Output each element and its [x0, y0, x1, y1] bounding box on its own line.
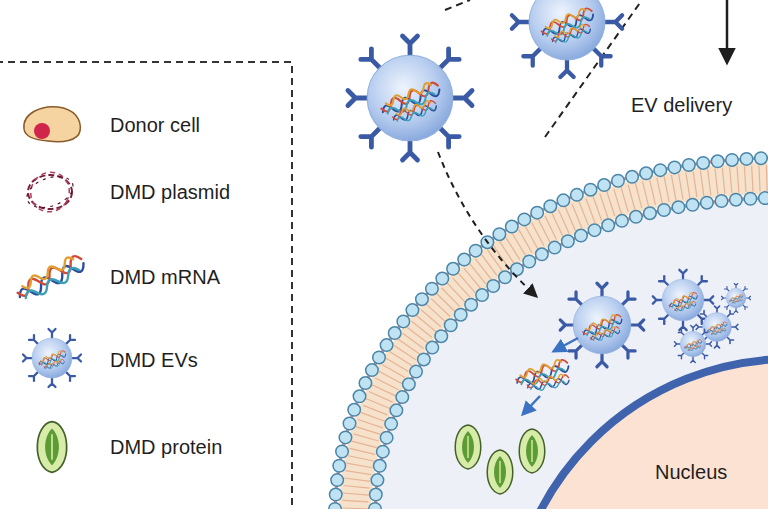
- legend-text: DMD plasmid: [110, 179, 230, 205]
- ev-particle: [348, 36, 472, 160]
- uptake-arrow: [438, 152, 536, 296]
- ev-icon: [23, 329, 81, 387]
- dmd-protein: [519, 429, 545, 473]
- release-arrow: [554, 338, 578, 351]
- ev-particle: [512, 0, 622, 77]
- donor-cell-icon: [24, 107, 80, 142]
- ev-particle: [722, 284, 751, 313]
- nucleus-envelope: [509, 359, 768, 509]
- legend-text: DMD EVs: [110, 347, 198, 373]
- protein-icon: [37, 422, 66, 473]
- legend-text: Donor cell: [110, 112, 200, 138]
- delivery-arrow: [726, 0, 729, 62]
- released-mrna: [526, 373, 569, 392]
- plasmid-icon: [23, 165, 78, 219]
- step-label: EV delivery: [631, 92, 732, 118]
- translation-arrow: [523, 396, 540, 414]
- nucleus-outline: [505, 355, 768, 509]
- ev-particle: [674, 325, 711, 362]
- dmd-protein: [487, 450, 513, 494]
- dmd-protein: [455, 425, 481, 469]
- legend-text: DMD protein: [110, 434, 222, 460]
- zoom-line: [445, 0, 470, 10]
- legend-text: DMD mRNA: [110, 264, 220, 290]
- nucleus: Nucleus: [505, 355, 768, 509]
- ev-particle: [560, 283, 644, 367]
- node-text: Nucleus: [655, 459, 727, 485]
- legend-frame: [0, 62, 292, 509]
- mrna-icon: [14, 252, 87, 304]
